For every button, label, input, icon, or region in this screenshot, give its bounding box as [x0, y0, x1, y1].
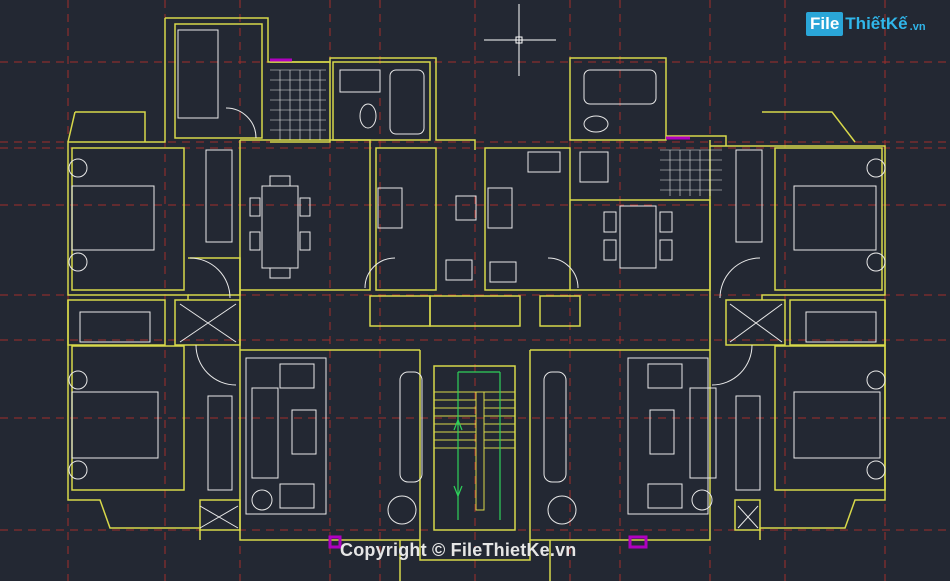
coffee-table-icon [291, 409, 317, 455]
dining-table-icon [619, 205, 657, 269]
bed-icon [71, 391, 159, 459]
furniture [68, 29, 886, 529]
toilet-icon [359, 103, 377, 129]
toilet-icon [583, 115, 609, 133]
logo-tld: .vn [909, 21, 926, 33]
wardrobe-icon [207, 395, 233, 491]
copyright-watermark: Copyright © FileThietKe.vn [340, 540, 577, 560]
plant-icon [547, 495, 577, 525]
stove-icon [377, 187, 403, 229]
cursor-crosshair-icon [484, 4, 556, 76]
cabinet-icon [543, 371, 567, 483]
bed-icon [793, 185, 877, 251]
coffee-table-icon [649, 409, 675, 455]
kitchen-sink-icon [527, 151, 561, 173]
fridge-icon [445, 259, 473, 281]
bathtub-icon [389, 69, 425, 135]
dining-table-icon [261, 185, 299, 269]
living-room-icon [627, 357, 709, 515]
bed-icon [71, 185, 155, 251]
logo-text: ThiếtKế [845, 14, 908, 33]
bed-icon [177, 29, 219, 119]
cabinet-icon [399, 371, 423, 483]
sink-icon [579, 151, 609, 183]
tiled-floor [270, 69, 722, 196]
logo-box: File [806, 12, 844, 36]
desk-icon [79, 311, 151, 343]
desk-icon [805, 311, 877, 343]
wardrobe-icon [735, 149, 763, 243]
sofa-icon [251, 387, 279, 479]
bed-icon [793, 391, 881, 459]
sink-icon [339, 69, 381, 93]
living-room-icon [245, 357, 327, 515]
accent-marks [270, 58, 690, 549]
sofa-icon [689, 387, 717, 479]
wardrobe-icon [735, 395, 761, 491]
plant-icon [387, 495, 417, 525]
fridge-icon [489, 261, 517, 283]
stair-direction-arrow-icon [453, 371, 501, 520]
bathtub-icon [583, 69, 657, 105]
stove-icon [487, 187, 513, 229]
kitchen-sink-icon [455, 195, 477, 221]
wardrobe-icon [205, 149, 233, 243]
filethietke-logo: File ThiếtKế .vn [806, 12, 926, 36]
